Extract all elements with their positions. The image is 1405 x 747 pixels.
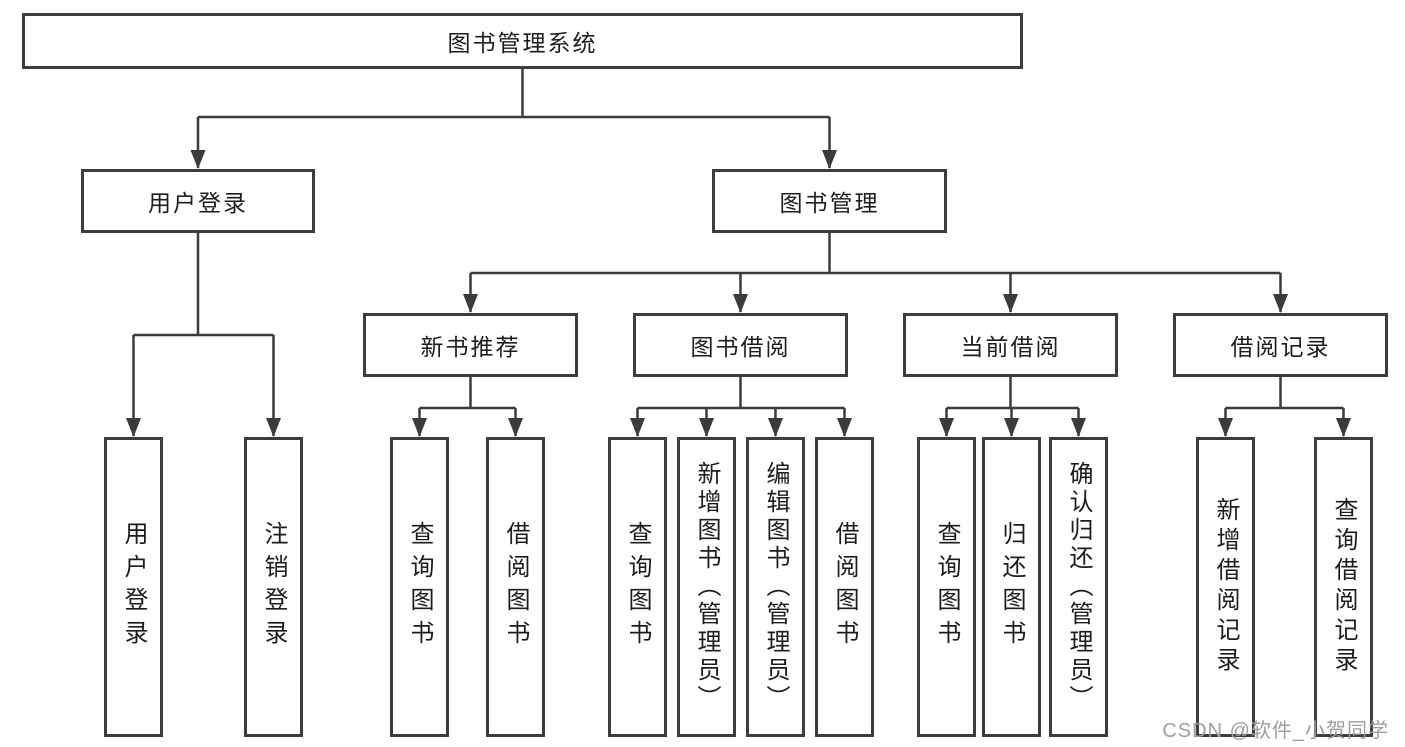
node-current-borrow: 当前借阅: [903, 313, 1118, 377]
node-borrow-records: 借阅记录: [1173, 313, 1388, 377]
node-user-login: 用户登录: [81, 169, 315, 233]
node-label: 查询图书: [933, 521, 960, 653]
node-return-book: 归还图书: [982, 437, 1041, 737]
node-label: 查询借阅记录: [1330, 497, 1357, 677]
node-label: 新增借阅记录: [1212, 497, 1239, 677]
node-label: 归还图书: [998, 521, 1025, 653]
node-label: 查询图书: [406, 521, 433, 653]
node-add-borrow-record: 新增借阅记录: [1196, 437, 1255, 737]
node-label: 借阅图书: [502, 521, 529, 653]
node-label: 图书借阅: [690, 334, 791, 360]
node-edit-book-admin: 编辑图书（管理员）: [746, 437, 805, 737]
node-label: 新增图书（管理员）: [693, 461, 720, 713]
csdn-watermark: CSDN @软件_小贺同学: [1162, 720, 1389, 742]
node-book-management: 图书管理: [712, 169, 947, 233]
node-user-login-leaf: 用户登录: [104, 437, 163, 737]
node-label: 编辑图书（管理员）: [762, 461, 789, 713]
node-borrow-books-recommend: 借阅图书: [486, 437, 545, 737]
node-borrow-books-leaf: 借阅图书: [815, 437, 874, 737]
node-label: 图书管理: [779, 190, 880, 216]
node-new-book-recommend: 新书推荐: [363, 313, 578, 377]
node-library-management-system: 图书管理系统: [22, 13, 1023, 69]
node-label: 注销登录: [260, 521, 287, 653]
node-label: 借阅图书: [831, 521, 858, 653]
node-label: 确认归还（管理员）: [1065, 461, 1092, 713]
node-book-borrow: 图书借阅: [633, 313, 848, 377]
node-add-book-admin: 新增图书（管理员）: [677, 437, 736, 737]
node-query-borrow-record: 查询借阅记录: [1314, 437, 1373, 737]
node-logout: 注销登录: [244, 437, 303, 737]
node-query-books-borrow: 查询图书: [608, 437, 667, 737]
node-label: 图书管理系统: [447, 30, 598, 56]
node-confirm-return-admin: 确认归还（管理员）: [1049, 437, 1108, 737]
node-label: 借阅记录: [1230, 334, 1331, 360]
node-label: 用户登录: [120, 521, 147, 653]
node-label: 当前借阅: [960, 334, 1061, 360]
node-label: 用户登录: [148, 190, 248, 216]
node-query-books-recommend: 查询图书: [390, 437, 449, 737]
node-query-books-current: 查询图书: [917, 437, 976, 737]
node-label: 新书推荐: [420, 334, 521, 360]
node-label: 查询图书: [624, 521, 651, 653]
